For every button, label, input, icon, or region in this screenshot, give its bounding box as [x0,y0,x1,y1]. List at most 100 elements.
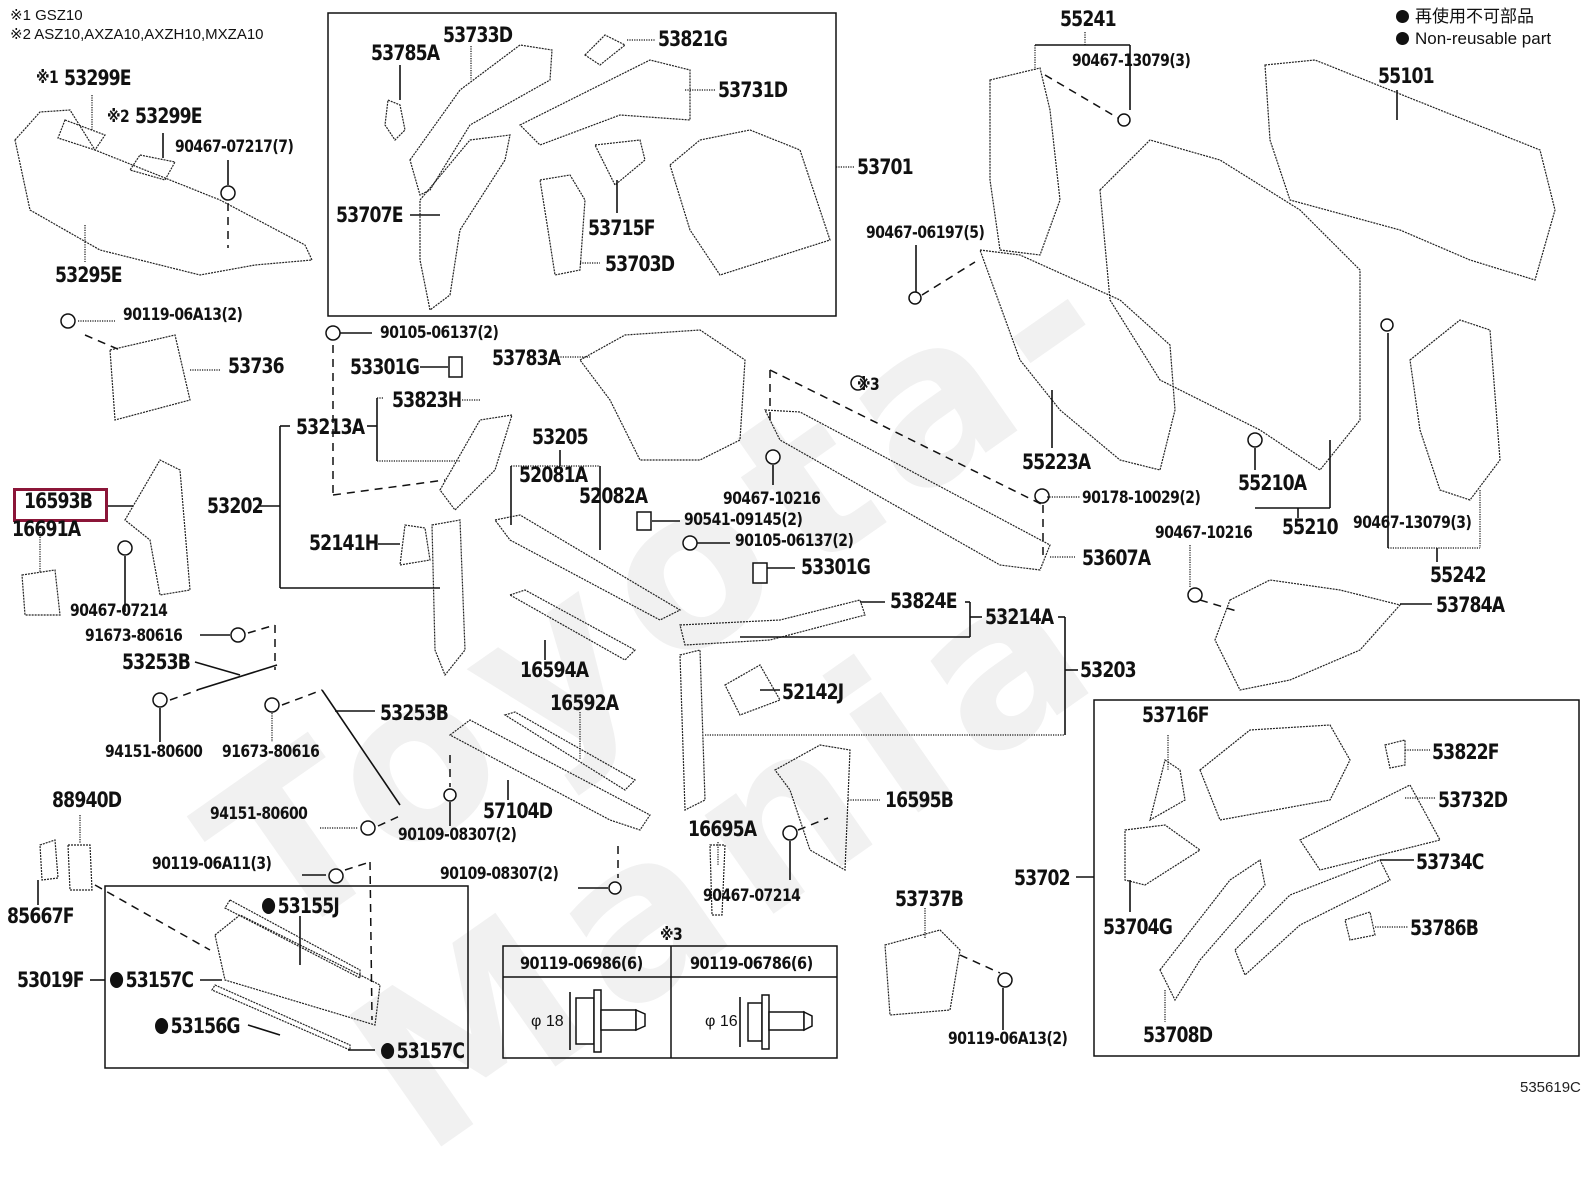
part-label-90109-08307-a[interactable]: 90109-08307(2) [398,825,517,845]
part-53821G [584,34,627,66]
part-label-94151-80600-b[interactable]: 94151-80600 [210,804,308,824]
part-16594A [508,589,636,661]
part-label-55210A[interactable]: 55210A [1238,471,1307,495]
part-53019F [214,914,381,1026]
part-label-55101[interactable]: 55101 [1378,64,1435,88]
part-label-52081A[interactable]: 52081A [519,463,588,487]
part-label-53019F[interactable]: 53019F [17,968,85,992]
part-label-90467-10216-a[interactable]: 90467-10216 [723,489,821,509]
legend-en: Non-reusable part [1396,28,1551,50]
part-label-90119-06A11[interactable]: 90119-06A11(3) [152,854,272,874]
part-label-88940D[interactable]: 88940D [52,788,122,812]
part-label-90467-07214-a[interactable]: 90467-07214 [70,601,168,621]
part-label-52142J[interactable]: 52142J [782,680,844,704]
part-53704G [1124,824,1202,886]
part-label-52082A[interactable]: 52082A [579,484,648,508]
part-label-55223A[interactable]: 55223A [1022,450,1091,474]
filled-circle-icon [1396,10,1409,23]
part-label-16592A[interactable]: 16592A [550,691,619,715]
part-label-53786B[interactable]: 53786B [1410,916,1479,940]
part-label-90467-13079-b[interactable]: 90467-13079(3) [1353,513,1472,533]
part-label-90541-09145[interactable]: 90541-09145(2) [684,510,803,530]
part-label-53716F[interactable]: 53716F [1142,703,1210,727]
part-label-90467-06197[interactable]: 90467-06197(5) [866,223,985,243]
part-label-90119-06A13-a[interactable]: 90119-06A13(2) [123,305,243,325]
fastener-table-header-2[interactable]: 90119-06786(6) [690,954,813,974]
part-55242 [1409,319,1501,501]
part-label-53704G[interactable]: 53704G [1103,915,1173,939]
part-label-90467-07217[interactable]: 90467-07217(7) [175,137,294,157]
part-label-53703D[interactable]: 53703D [605,252,675,276]
part-label-55241[interactable]: 55241 [1060,7,1117,31]
part-label-90109-08307-b[interactable]: 90109-08307(2) [440,864,559,884]
part-label-53156G[interactable]: 53156G [155,1016,241,1037]
part-label-16595B[interactable]: 16595B [885,788,954,812]
part-label-90119-06A13-b[interactable]: 90119-06A13(2) [948,1029,1068,1049]
part-label-90105-06137-a[interactable]: 90105-06137(2) [380,323,499,343]
fastener-table-header-1[interactable]: 90119-06986(6) [520,954,643,974]
part-label-53701[interactable]: 53701 [857,155,914,179]
non-reusable-icon [155,1018,169,1034]
part-label-53203[interactable]: 53203 [1080,658,1137,682]
part-label-53707E[interactable]: 53707E [336,203,404,227]
part-label-53824E[interactable]: 53824E [890,589,958,613]
part-label-53785A[interactable]: 53785A [371,41,440,65]
part-53214A [679,599,866,646]
part-label-53733D[interactable]: 53733D [443,23,513,47]
part-label-16593B[interactable]: 16593B [24,489,93,513]
part-label-53736[interactable]: 53736 [228,354,285,378]
part-label-53731D[interactable]: 53731D [718,78,788,102]
part-label-55210[interactable]: 55210 [1282,515,1339,539]
legend: 再使用不可部品 Non-reusable part [1396,6,1551,50]
part-label-94151-80600-a[interactable]: 94151-80600 [105,742,203,762]
part-label-53784A[interactable]: 53784A [1436,593,1505,617]
part-53736 [109,334,191,421]
part-label-53253B-b[interactable]: 53253B [380,701,449,725]
part-label-53299E-2[interactable]: 53299E [135,104,203,128]
part-label-53205[interactable]: 53205 [532,425,589,449]
part-label-90105-06137-b[interactable]: 90105-06137(2) [735,531,854,551]
part-label-53299E-1[interactable]: 53299E [64,66,132,90]
part-label-53157C-a[interactable]: 53157C [110,970,194,991]
part-label-57104D[interactable]: 57104D [483,799,553,823]
part-label-53821G[interactable]: 53821G [658,27,728,51]
part-label-53708D[interactable]: 53708D [1143,1023,1213,1047]
part-label-53301G-b[interactable]: 53301G [801,555,871,579]
part-label-52141H[interactable]: 52141H [309,531,379,555]
part-label-53253B-a[interactable]: 53253B [122,650,191,674]
part-label-90467-13079-a[interactable]: 90467-13079(3) [1072,51,1191,71]
part-label-53213A[interactable]: 53213A [296,415,365,439]
part-label-90467-07214-b[interactable]: 90467-07214 [703,886,801,906]
part-label-53732D[interactable]: 53732D [1438,788,1508,812]
fastener-table-title: ※3 [660,925,683,945]
part-53715F [594,139,646,186]
part-label-53734C[interactable]: 53734C [1416,850,1484,874]
part-label-53823H[interactable]: 53823H [392,388,462,412]
part-label-53715F[interactable]: 53715F [588,216,656,240]
part-16593B [124,459,191,596]
part-label-53783A[interactable]: 53783A [492,346,561,370]
part-label-53155J[interactable]: 53155J [262,896,340,917]
part-label-53737B[interactable]: 53737B [895,887,964,911]
part-16595B [774,744,851,872]
part-label-53607A[interactable]: 53607A [1082,546,1151,570]
part-label-53157C-b[interactable]: 53157C [381,1041,465,1062]
part-label-53214A[interactable]: 53214A [985,605,1054,629]
part-label-53702[interactable]: 53702 [1014,866,1071,890]
part-label-90467-10216-b[interactable]: 90467-10216 [1155,523,1253,543]
part-label-16691A[interactable]: 16691A [12,517,81,541]
part-label-90178-10029[interactable]: 90178-10029(2) [1082,488,1201,508]
part-label-16594A[interactable]: 16594A [520,658,589,682]
part-label-85667F[interactable]: 85667F [7,904,75,928]
part-label-53822F[interactable]: 53822F [1432,740,1500,764]
part-label-53295E[interactable]: 53295E [55,263,123,287]
group-box-53702 [1093,699,1580,1057]
part-label-16695A[interactable]: 16695A [688,817,757,841]
fastener-diameter-1: φ 18 [531,1013,564,1030]
part-label-91673-80616-b[interactable]: 91673-80616 [222,742,320,762]
part-label-55242[interactable]: 55242 [1430,563,1487,587]
part-label-53202[interactable]: 53202 [207,494,264,518]
part-label-53301G-a[interactable]: 53301G [350,355,420,379]
part-53702-apron [1199,724,1351,821]
part-label-91673-80616-a[interactable]: 91673-80616 [85,626,183,646]
